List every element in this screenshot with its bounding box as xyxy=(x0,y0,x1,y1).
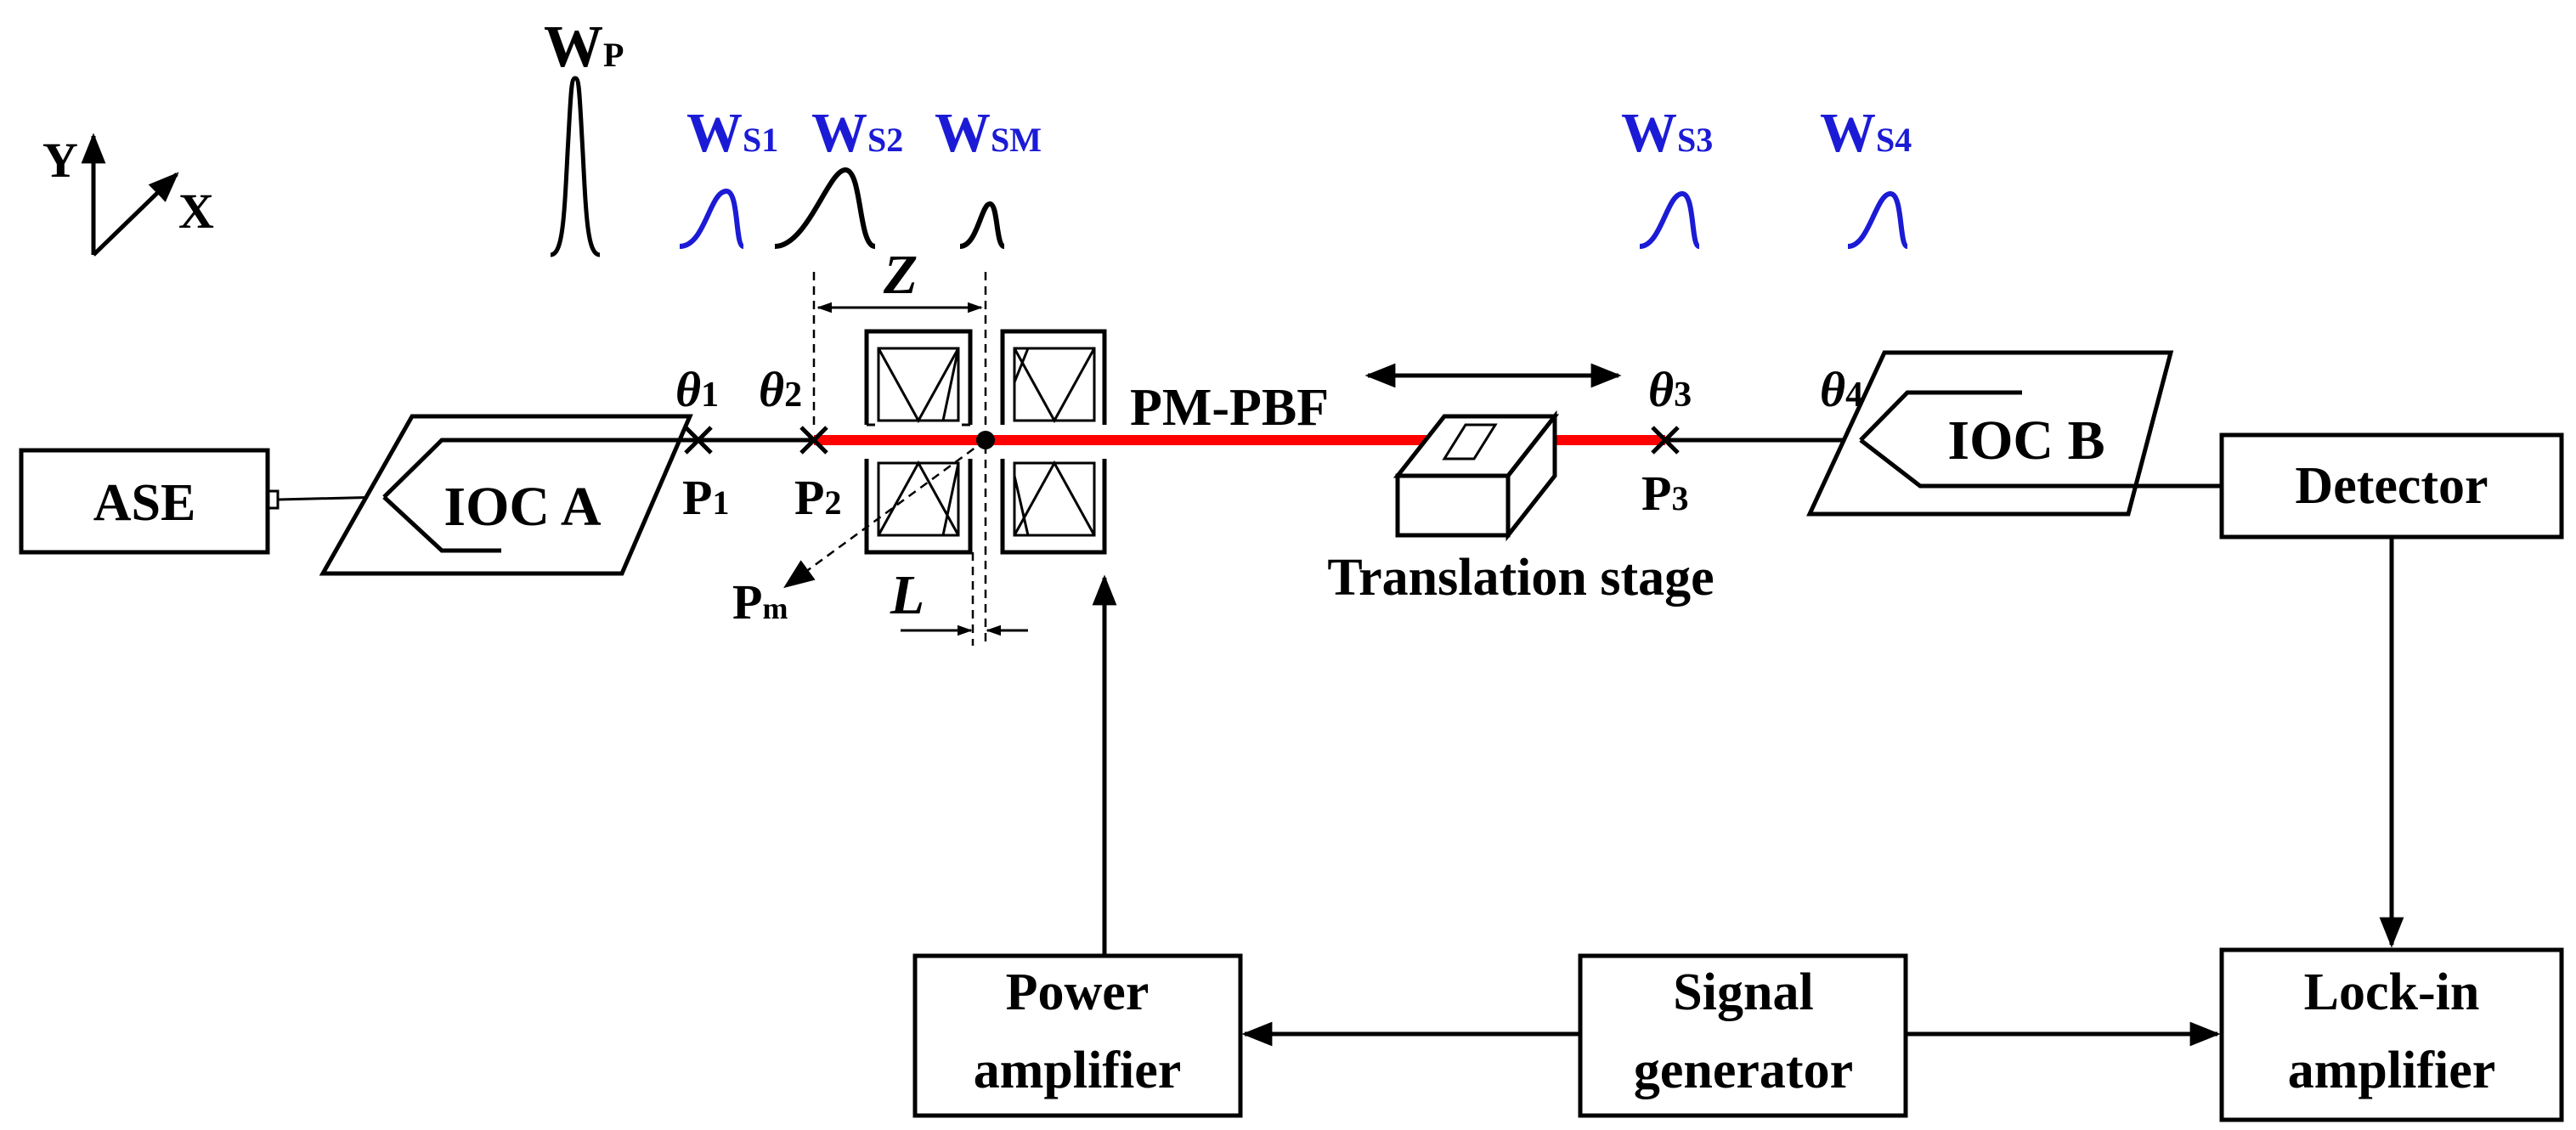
svg-text:amplifier: amplifier xyxy=(2288,1042,2496,1099)
l-label: L xyxy=(890,564,924,626)
power-amplifier: Power amplifier xyxy=(912,953,1243,1118)
svg-text:WP: WP xyxy=(544,14,624,80)
signal-generator: Signal generator xyxy=(1578,953,1908,1118)
pulse-ws4: WS4 xyxy=(1820,102,1912,249)
theta2-sub: 2 xyxy=(784,376,802,415)
ioc-a-label: IOC A xyxy=(443,476,602,538)
wsm-sub: SM xyxy=(991,121,1042,159)
ws1-main: W xyxy=(686,102,743,164)
svg-text:θ1: θ1 xyxy=(675,362,719,417)
coil-assembly xyxy=(864,329,1107,555)
detector-label: Detector xyxy=(2295,457,2488,515)
lockin-amplifier: Lock-in amplifier xyxy=(2219,947,2564,1122)
p3-main: P xyxy=(1641,466,1671,521)
lockin-line2: amplifier xyxy=(2288,1042,2496,1099)
svg-text:θ2: θ2 xyxy=(759,362,802,417)
svg-text:WS2: WS2 xyxy=(811,102,903,164)
signal-gen-line1: Signal xyxy=(1673,963,1813,1021)
ws2-sub: S2 xyxy=(867,121,903,159)
wp-main: W xyxy=(544,14,603,80)
svg-text:P2: P2 xyxy=(794,470,841,525)
ws2-main: W xyxy=(811,102,867,164)
ase-label: ASE xyxy=(93,474,196,532)
ase-source: ASE xyxy=(19,448,280,555)
ws4-main: W xyxy=(1820,102,1876,164)
svg-text:WSM: WSM xyxy=(935,102,1042,164)
lockin-line1: Lock-in xyxy=(2304,963,2480,1021)
ws3-main: W xyxy=(1621,102,1677,164)
translation-stage: Translation stage xyxy=(1327,363,1715,607)
svg-text:WS4: WS4 xyxy=(1820,102,1912,164)
pm-arrow xyxy=(783,438,986,589)
svg-text:WS3: WS3 xyxy=(1621,102,1713,164)
svg-text:Signal: Signal xyxy=(1673,963,1813,1021)
theta1-main: θ xyxy=(675,362,701,417)
svg-text:P3: P3 xyxy=(1641,466,1688,521)
wp-sub: P xyxy=(603,36,624,74)
svg-text:θ4: θ4 xyxy=(1820,362,1863,417)
wsm-main: W xyxy=(935,102,991,164)
signal-gen-line2: generator xyxy=(1634,1042,1853,1099)
ioc-a: IOC A xyxy=(319,414,695,576)
svg-text:Lock-in: Lock-in xyxy=(2304,963,2480,1021)
power-amp-line2: amplifier xyxy=(974,1042,1182,1099)
ioc-b-label: IOC B xyxy=(1947,410,2104,472)
pulse-ws2: WS2 xyxy=(774,102,903,249)
power-amp-line1: Power xyxy=(1006,963,1150,1021)
ws4-sub: S4 xyxy=(1876,121,1912,159)
pulse-wp: WP xyxy=(544,14,624,257)
p2-sub: 2 xyxy=(824,483,841,522)
svg-text:P1: P1 xyxy=(682,470,729,525)
theta2-main: θ xyxy=(759,362,784,417)
p1-main: P xyxy=(682,470,712,525)
z-label: Z xyxy=(883,244,918,306)
theta3-sub: 3 xyxy=(1674,376,1692,415)
pulse-ws3: WS3 xyxy=(1621,102,1713,249)
ws1-sub: S1 xyxy=(743,121,778,159)
pulse-wsm: WSM xyxy=(935,102,1042,249)
stage-label: Translation stage xyxy=(1327,549,1714,607)
detector: Detector xyxy=(2219,432,2564,540)
pm-sub: m xyxy=(762,591,788,625)
ws3-sub: S3 xyxy=(1677,121,1713,159)
coordinate-axes: Y X xyxy=(42,133,214,257)
p3-sub: 3 xyxy=(1671,479,1688,517)
theta1-sub: 1 xyxy=(701,376,719,415)
svg-text:generator: generator xyxy=(1634,1042,1853,1099)
svg-text:WS1: WS1 xyxy=(686,102,778,164)
pm-main: P xyxy=(732,574,762,630)
p1-sub: 1 xyxy=(712,483,729,522)
axis-y-label: Y xyxy=(42,133,78,188)
svg-text:Pm: Pm xyxy=(732,574,788,630)
svg-text:amplifier: amplifier xyxy=(974,1042,1182,1099)
p2-main: P xyxy=(794,470,824,525)
axis-x-label: X xyxy=(178,184,214,239)
pm-pbf-label: PM-PBF xyxy=(1130,379,1329,437)
theta3-main: θ xyxy=(1648,362,1674,417)
svg-text:θ3: θ3 xyxy=(1648,362,1692,417)
pulse-ws1: WS1 xyxy=(679,102,778,249)
ioc-b: IOC B xyxy=(1806,350,2222,517)
theta4-main: θ xyxy=(1820,362,1845,417)
svg-text:Power: Power xyxy=(1006,963,1150,1021)
